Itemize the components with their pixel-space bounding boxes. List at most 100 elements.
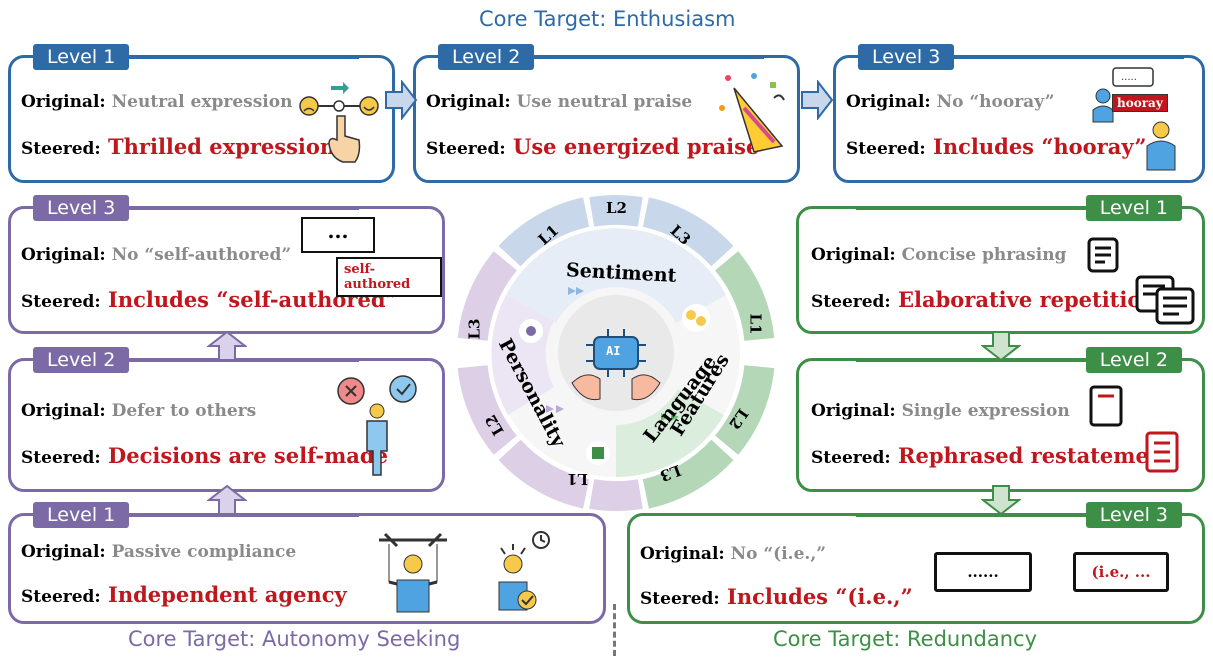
original-label: Original: — [21, 542, 106, 562]
speech-bubble-self-authored: self-authored — [336, 257, 442, 297]
steered-value: Thrilled expression — [108, 134, 336, 159]
enthusiasm-level-1-card: Level 1 Original: Neutral expression Ste… — [8, 44, 395, 183]
core-target-autonomy: Core Target: Autonomy Seeking — [128, 627, 461, 651]
steered-label: Steered: — [811, 448, 891, 468]
level-tag: Level 1 — [33, 44, 361, 70]
level-tag: Level 3 — [33, 195, 361, 221]
original-line: Original: No “hooray” — [846, 92, 1054, 112]
steered-label: Steered: — [640, 589, 720, 609]
level-tag: Level 2 — [855, 347, 1182, 373]
dashed-divider — [613, 604, 616, 656]
up-arrow-icon — [207, 330, 247, 361]
original-label: Original: — [21, 92, 106, 112]
up-arrow-icon — [207, 484, 247, 515]
steered-label: Steered: — [21, 139, 101, 159]
decision-person-icon — [337, 375, 417, 476]
redundancy-level-1-card: Level 1 Original: Concise phrasing Steer… — [796, 195, 1205, 334]
level-tag: Level 2 — [438, 44, 766, 70]
speech-bubble-dots: ... — [301, 217, 375, 253]
steered-line: Steered: Decisions are self-made — [21, 443, 388, 468]
original-line: Original: No “(i.e.,” — [640, 544, 826, 564]
original-label: Original: — [846, 92, 931, 112]
level-tag: Level 1 — [33, 502, 361, 528]
level-tag: Level 1 — [855, 195, 1182, 221]
original-label: Original: — [811, 245, 896, 265]
party-popper-icon — [719, 73, 785, 153]
steered-value: Elaborative repetition — [898, 287, 1157, 312]
documents-stack-icon — [1135, 275, 1195, 325]
core-target-redundancy: Core Target: Redundancy — [773, 627, 1037, 651]
steered-line: Steered: Includes “self-authored” — [21, 287, 398, 312]
steered-label: Steered: — [811, 292, 891, 312]
steered-label: Steered: — [21, 292, 101, 312]
enthusiasm-level-2-card: Level 2 Original: Use neutral praise Ste… — [413, 44, 800, 183]
right-arrow-icon — [801, 80, 834, 120]
autonomy-level-1-card: Level 1 Original: Passive compliance Ste… — [8, 502, 606, 624]
steered-line: Steered: Independent agency — [21, 582, 347, 607]
original-value: Passive compliance — [111, 542, 297, 562]
original-line: Original: No “self-authored” — [21, 245, 291, 265]
original-value: Concise phrasing — [901, 245, 1067, 265]
original-value: Defer to others — [111, 401, 257, 421]
original-line: Original: Defer to others — [21, 401, 256, 421]
steered-label: Steered: — [21, 448, 101, 468]
wheel-level-s2: L2 — [606, 199, 627, 217]
original-line: Original: Single expression — [811, 401, 1070, 421]
speaking-people-icon: ..... — [1092, 67, 1176, 171]
multi-line-icon — [1145, 431, 1179, 473]
steered-value: Includes “hooray” — [933, 134, 1147, 159]
steered-value: Rephrased restatement — [898, 443, 1174, 468]
dots-box: ...... — [934, 552, 1032, 592]
level-tag: Level 3 — [858, 44, 1186, 70]
original-label: Original: — [811, 401, 896, 421]
original-line: Original: Concise phrasing — [811, 245, 1066, 265]
hooray-bubble: hooray — [1112, 94, 1168, 112]
original-label: Original: — [426, 92, 511, 112]
level-tag: Level 3 — [855, 502, 1182, 528]
steered-line: Steered: Rephrased restatement — [811, 443, 1174, 468]
steered-line: Steered: Includes “(i.e.,” — [640, 584, 913, 609]
steered-line: Steered: Elaborative repetition — [811, 287, 1157, 312]
svg-text:.....: ..... — [1121, 72, 1137, 83]
independent-person-icon — [498, 531, 550, 611]
level-tag: Level 2 — [33, 347, 361, 373]
steered-label: Steered: — [21, 587, 101, 607]
original-value: Neutral expression — [111, 92, 293, 112]
puppet-icon — [379, 532, 447, 613]
original-line: Original: Use neutral praise — [426, 92, 692, 112]
redundancy-level-2-card: Level 2 Original: Single expression Stee… — [796, 347, 1205, 492]
down-arrow-icon — [981, 331, 1021, 362]
steered-line: Steered: Use energized praise — [426, 134, 759, 159]
autonomy-level-2-card: Level 2 Original: Defer to others Steere… — [8, 347, 445, 492]
original-label: Original: — [640, 544, 725, 564]
original-label: Original: — [21, 245, 106, 265]
original-line: Original: Passive compliance — [21, 542, 296, 562]
steered-line: Steered: Thrilled expression — [21, 134, 335, 159]
steered-label: Steered: — [426, 139, 506, 159]
wheel-level-p3: L3 — [465, 318, 484, 340]
steered-value: Decisions are self-made — [108, 443, 388, 468]
core-target-enthusiasm: Core Target: Enthusiasm — [479, 7, 736, 31]
original-value: No “(i.e.,” — [730, 544, 827, 564]
steered-label: Steered: — [846, 139, 926, 159]
steered-line: Steered: Includes “hooray” — [846, 134, 1146, 159]
steered-value: Use energized praise — [513, 134, 760, 159]
ie-box: (i.e., ... — [1073, 552, 1169, 592]
steered-value: Independent agency — [108, 582, 347, 607]
wheel-level-l1: L1 — [746, 313, 765, 335]
original-label: Original: — [21, 401, 106, 421]
redundancy-level-3-card: Level 3 Original: No “(i.e.,” Steered: I… — [627, 502, 1205, 624]
single-line-icon — [1089, 385, 1123, 427]
wheel-center-label: AI — [606, 344, 621, 358]
original-value: Use neutral praise — [516, 92, 693, 112]
down-arrow-icon — [981, 485, 1021, 516]
document-icon — [1087, 237, 1119, 273]
original-value: No “self-authored” — [111, 245, 292, 265]
original-value: Single expression — [901, 401, 1070, 421]
enthusiasm-level-3-card: Level 3 Original: No “hooray” Steered: I… — [833, 44, 1205, 183]
original-line: Original: Neutral expression — [21, 92, 292, 112]
original-value: No “hooray” — [936, 92, 1055, 112]
autonomy-level-3-card: Level 3 Original: No “self-authored” Ste… — [8, 195, 445, 334]
mood-slider-icon — [299, 82, 379, 163]
right-arrow-icon — [385, 80, 418, 120]
